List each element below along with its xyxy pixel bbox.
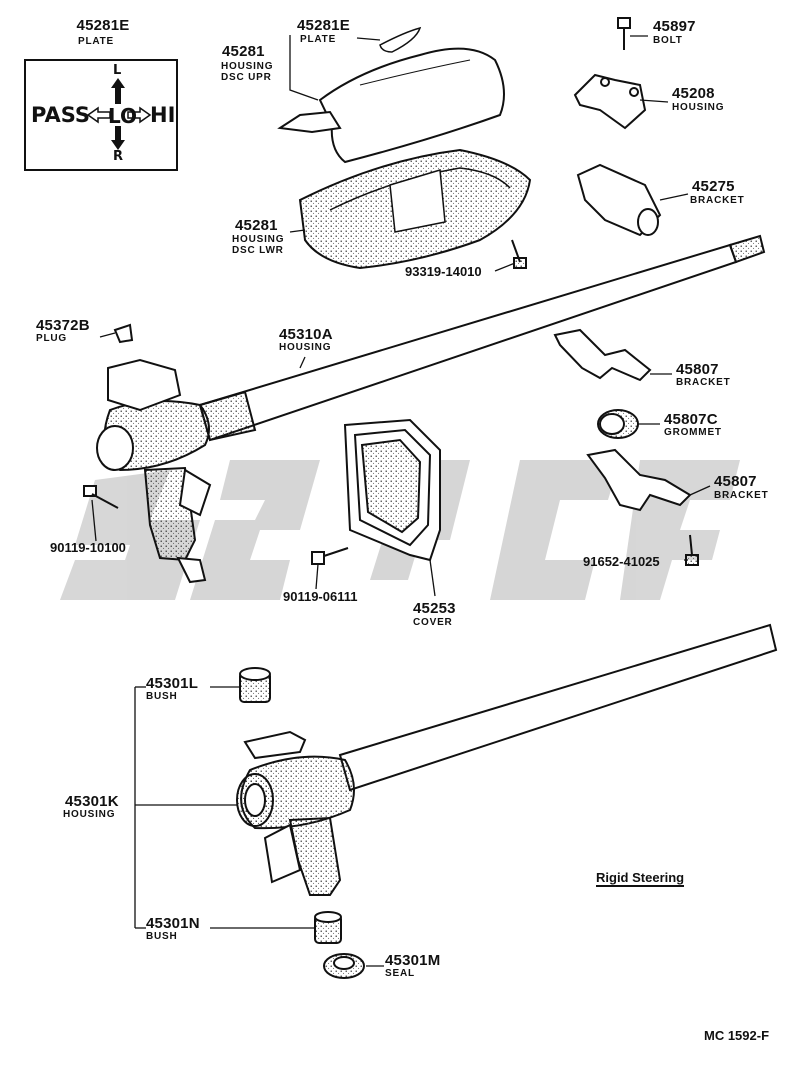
part-name: SEAL xyxy=(385,968,415,979)
part-name: BOLT xyxy=(653,35,683,46)
plate-switch-diagram xyxy=(24,59,178,171)
part-name: PLATE xyxy=(77,36,115,47)
bush-45301l xyxy=(239,667,271,703)
part-number: 45897 xyxy=(653,18,696,35)
part-name: BUSH xyxy=(146,691,178,702)
part-number: 45301K xyxy=(65,793,119,810)
plate-hi-label: HI xyxy=(150,103,176,127)
part-subname: DSC LWR xyxy=(232,245,284,256)
part-number: 45281E xyxy=(76,17,130,34)
plug-45372b xyxy=(113,323,134,344)
part-number: 45301N xyxy=(146,915,200,932)
bush-45301n xyxy=(314,911,342,944)
part-number: 91652-41025 xyxy=(583,554,660,569)
bolt-90119-10100 xyxy=(83,485,119,509)
part-number: 45301M xyxy=(385,952,441,969)
column-housing-45310a xyxy=(96,234,766,584)
bolt-90119-06111 xyxy=(311,547,349,565)
part-name: HOUSING xyxy=(672,102,725,113)
part-name: PLATE xyxy=(300,34,337,45)
part-name: HOUSING xyxy=(232,234,285,245)
plate-up-label: L xyxy=(113,63,122,78)
part-number: 45208 xyxy=(672,85,715,102)
part-name: HOUSING xyxy=(63,809,116,820)
housing-lower-cover xyxy=(298,148,532,270)
bracket-45807-upper xyxy=(553,328,652,382)
part-number: 45807C xyxy=(664,411,718,428)
part-number: 90119-06111 xyxy=(283,589,358,604)
part-name: BRACKET xyxy=(690,195,745,206)
diagram-code: MC 1592-F xyxy=(704,1028,770,1043)
part-subname: DSC UPR xyxy=(221,72,272,83)
part-name: HOUSING xyxy=(279,342,332,353)
bolt-45897 xyxy=(617,17,631,50)
housing-45208 xyxy=(573,73,647,130)
part-number: 45372B xyxy=(36,317,90,334)
part-name: BRACKET xyxy=(714,490,769,501)
bracket-45807-lower xyxy=(586,448,692,512)
cover-45253 xyxy=(343,418,441,562)
plate-pass-label: PASS xyxy=(31,103,91,127)
part-number: 45310A xyxy=(279,326,333,343)
grommet-45807c xyxy=(597,409,639,439)
part-number: 45807 xyxy=(676,361,719,378)
part-number: 90119-10100 xyxy=(50,540,126,555)
part-number: 45253 xyxy=(413,600,456,617)
part-number: 45281E xyxy=(297,17,350,34)
seal-45301m xyxy=(323,953,365,979)
housing-upper-cover xyxy=(277,47,505,164)
bracket-45275 xyxy=(576,163,662,237)
part-number: 45301L xyxy=(146,675,199,692)
part-name: BUSH xyxy=(146,931,178,942)
part-number: 45275 xyxy=(692,178,735,195)
part-name: GROMMET xyxy=(664,427,722,438)
plate-down-label: R xyxy=(113,149,124,164)
leader-lines xyxy=(91,35,711,967)
column-housing-45301k xyxy=(236,623,778,896)
part-name: HOUSING xyxy=(221,61,274,72)
part-name: BRACKET xyxy=(676,377,731,388)
plate-lo-label: LO xyxy=(108,104,138,128)
diagram-subtitle: Rigid Steering xyxy=(596,870,685,887)
part-number: 93319-14010 xyxy=(405,264,482,279)
part-number: 45807 xyxy=(714,473,757,490)
part-number: 45281 xyxy=(235,217,278,234)
part-name: COVER xyxy=(413,617,453,628)
plate-insert xyxy=(379,26,422,53)
part-name: PLUG xyxy=(36,333,67,344)
part-number: 45281 xyxy=(222,43,265,60)
